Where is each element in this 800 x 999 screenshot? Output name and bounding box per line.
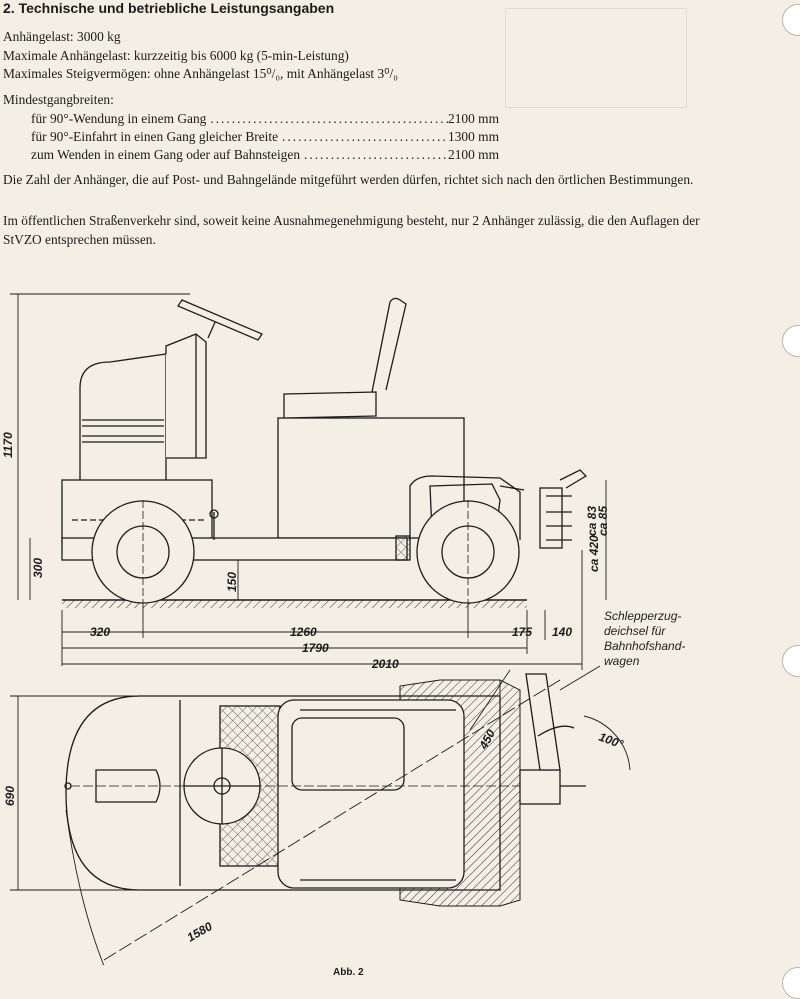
dimension-labels: 1170 300 150 320 1260 175 140 1790 2010 … — [1, 432, 625, 945]
dim-coupling-upper: ca 83 — [585, 506, 599, 536]
drawbar-note: Schlepperzug- deichsel für Bahnhofshand-… — [604, 609, 685, 669]
leader-dots: ........................................… — [282, 129, 448, 144]
bleed-through-box — [505, 8, 687, 108]
aisle-row-value: 2100 mm — [448, 111, 499, 126]
aisle-row-label: für 90°-Wendung in einem Gang — [31, 111, 207, 126]
section-heading: 2. Technische und betriebliche Leistungs… — [3, 0, 335, 16]
aisle-row-label: für 90°-Einfahrt in einen Gang gleicher … — [31, 129, 279, 144]
top-view — [64, 673, 586, 907]
drawbar-note-line: deichsel für — [604, 624, 666, 638]
spec-max-trailer-load: Maximale Anhängelast: kurzzeitig bis 600… — [3, 48, 349, 63]
spec-gradeability: Maximales Steigvermögen: ohne Anhängelas… — [3, 66, 398, 81]
binder-hole — [782, 4, 800, 36]
dim-coupling-lower: ca 420 — [587, 535, 601, 572]
dim-clearance: 150 — [225, 572, 239, 592]
dim-radius: 1580 — [185, 919, 215, 945]
paragraph-public-traffic: Im öffentlichen Straßenverkehr sind, sow… — [3, 213, 700, 247]
side-dimensions — [10, 293, 607, 670]
dim-overall: 2010 — [371, 657, 399, 671]
aisle-row-value: 1300 mm — [448, 129, 499, 144]
binder-hole — [782, 967, 800, 999]
dim-wheelbase: 1260 — [290, 625, 317, 639]
top-dimensions — [10, 665, 631, 965]
dim-angle: 100° — [597, 730, 625, 752]
aisle-row-value: 2100 mm — [448, 147, 499, 162]
aisle-row: für 90°-Wendung in einem Gang ..........… — [31, 111, 499, 127]
dim-length: 1790 — [302, 641, 329, 655]
dim-coupling-upper2: ca 85 — [596, 506, 610, 536]
dim-height: 1170 — [1, 432, 15, 458]
side-view — [61, 297, 588, 610]
aisle-row: für 90°-Einfahrt in einen Gang gleicher … — [31, 129, 499, 145]
aisle-row: zum Wenden in einem Gang oder auf Bahnst… — [31, 147, 499, 163]
dim-width: 690 — [3, 786, 17, 806]
paragraph-trailers-premises: Die Zahl der Anhänger, die auf Post- und… — [3, 172, 694, 187]
dim-rear-a: 175 — [512, 625, 532, 639]
dim-front-overhang: 320 — [90, 625, 110, 639]
ground-hatch — [62, 600, 527, 608]
leader-dots: ........................................… — [210, 111, 448, 126]
drawbar-note-line: wagen — [604, 654, 640, 668]
dim-rear-b: 140 — [552, 625, 572, 639]
aisle-title: Mindestgangbreiten: — [3, 92, 114, 107]
leader-dots: ........................................… — [304, 147, 449, 162]
figure-caption: Abb. 2 — [333, 967, 364, 978]
tractor-drawing: 1170 300 150 320 1260 175 140 1790 2010 … — [1, 293, 631, 965]
aisle-row-label: zum Wenden in einem Gang oder auf Bahnst… — [31, 147, 301, 162]
drawbar-note-line: Schlepperzug- — [604, 609, 682, 623]
drawbar-note-line: Bahnhofshand- — [604, 639, 686, 653]
spec-trailer-load: Anhängelast: 3000 kg — [3, 29, 121, 44]
dim-axle-height: 300 — [31, 558, 45, 578]
